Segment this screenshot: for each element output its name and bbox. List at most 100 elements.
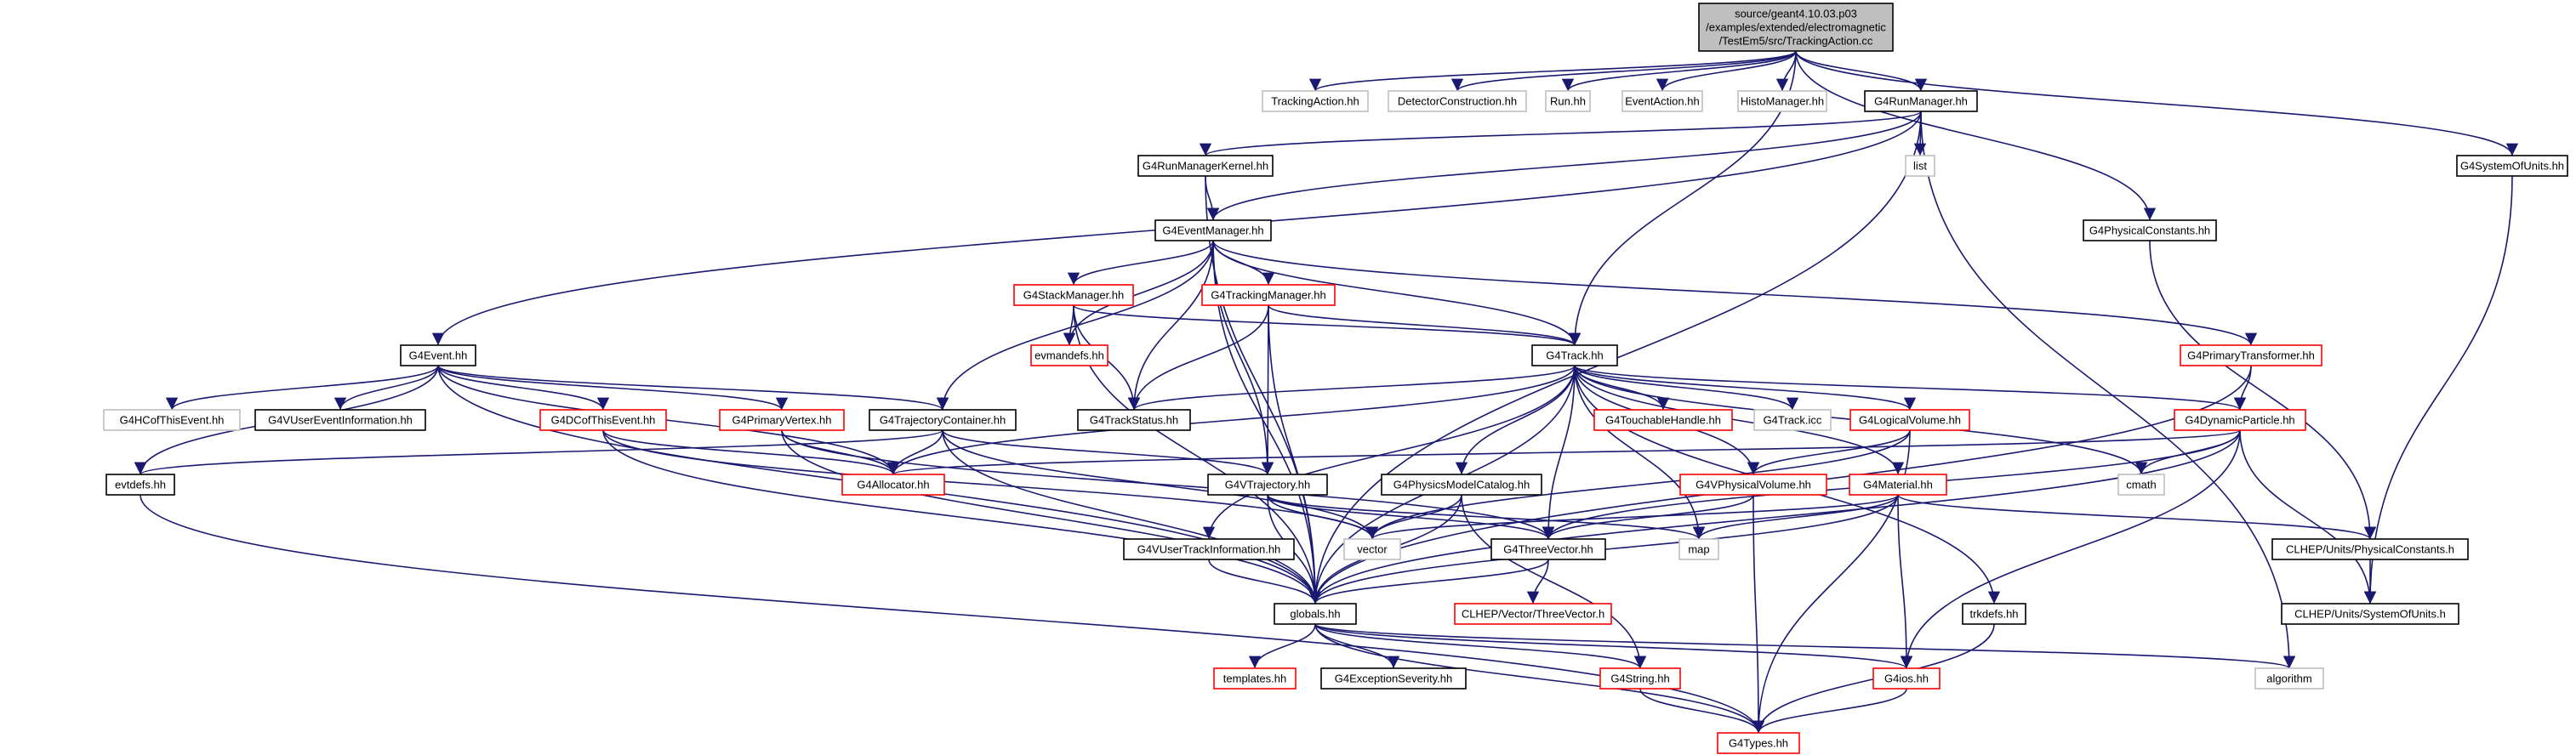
edge-g4stackmanager-to-evmandefs	[1063, 304, 1076, 346]
node-label: G4HCofThisEvent.hh	[120, 414, 225, 427]
edge-g4eventmanager-to-globals	[1212, 240, 1322, 605]
node-trackingaction-hh: TrackingAction.hh	[1262, 90, 1369, 112]
edge-g4track-to-g4vusertrackinformation	[1202, 365, 1576, 540]
node-box	[1343, 538, 1401, 560]
node-box	[1717, 732, 1800, 754]
node-g4vtrajectory-hh[interactable]: G4VTrajectory.hh	[1207, 474, 1328, 496]
node-g4allocator-hh[interactable]: G4Allocator.hh	[841, 474, 945, 496]
node-g4touchablehandle-hh[interactable]: G4TouchableHandle.hh	[1593, 409, 1733, 431]
node-box	[1849, 474, 1947, 496]
node-g4physicalconstants-hh[interactable]: G4PhysicalConstants.hh	[2083, 219, 2217, 241]
node-label: DetectorConstruction.hh	[1398, 95, 1517, 108]
edge-g4dcofthisevent-to-g4allocator	[602, 429, 900, 475]
node-g4primaryvertex-hh[interactable]: G4PrimaryVertex.hh	[719, 409, 845, 431]
node-box	[1905, 155, 1935, 177]
node-g4logicalvolume-hh[interactable]: G4LogicalVolume.hh	[1849, 409, 1970, 431]
node-g4vusereventinformation-hh[interactable]: G4VUserEventInformation.hh	[254, 409, 426, 431]
node-box	[1077, 409, 1191, 431]
node-box	[1599, 667, 1681, 690]
node-label: G4EventManager.hh	[1162, 224, 1263, 237]
node-box	[1753, 409, 1832, 431]
edge-g4eventmanager-to-g4vtrajectory	[1212, 240, 1274, 475]
edge-globals-to-algorithm	[1314, 623, 2295, 669]
node-g4track-icc: G4Track.icc	[1753, 409, 1832, 431]
node-g4runmanagerkernel-hh[interactable]: G4RunManagerKernel.hh	[1137, 155, 1274, 177]
node-g4track-hh[interactable]: G4Track.hh	[1531, 344, 1618, 366]
node-label: list	[1913, 160, 1927, 173]
node-g4dcofthisevent-hh[interactable]: G4DCofThisEvent.hh	[539, 409, 667, 431]
node-box	[2117, 474, 2165, 496]
node-label: G4PrimaryTransformer.hh	[2187, 349, 2315, 362]
node-label: G4Track.hh	[1546, 349, 1603, 362]
node-globals-hh[interactable]: globals.hh	[1274, 603, 1357, 625]
node-label: G4PhysicalConstants.hh	[2089, 224, 2210, 237]
node-box	[1490, 538, 1606, 560]
node-box	[1864, 90, 1978, 112]
edge-g4dynamicparticle-to-g4ios	[1900, 429, 2241, 669]
node-g4vusertrackinformation-hh[interactable]: G4VUserTrackInformation.hh	[1123, 538, 1295, 560]
node-g4threevector-hh[interactable]: G4ThreeVector.hh	[1490, 538, 1606, 560]
node-g4exceptionseverity-hh[interactable]: G4ExceptionSeverity.hh	[1320, 667, 1467, 690]
node-box	[869, 409, 1017, 431]
node-trkdefs-hh[interactable]: trkdefs.hh	[1962, 603, 2026, 625]
node-label: G4Types.hh	[1729, 737, 1788, 750]
node-evmandefs-hh[interactable]: evmandefs.hh	[1030, 344, 1108, 366]
edge-g4eventmanager-to-g4trackstatus	[1127, 240, 1214, 411]
node-algorithm: algorithm	[2254, 667, 2324, 690]
node-box	[1593, 409, 1733, 431]
edge-g4vtrajectory-to-map	[1267, 494, 1705, 540]
node-label: /examples/extended/electromagnetic	[1706, 21, 1886, 34]
node-templates-hh[interactable]: templates.hh	[1213, 667, 1297, 690]
edge-root-to-run	[1561, 50, 1797, 92]
edge-g4physicalconstants-to-clhepphysicalconstants	[2149, 240, 2377, 540]
node-g4physicsmodelcatalog-hh[interactable]: G4PhysicsModelCatalog.hh	[1381, 474, 1542, 496]
node-box	[1531, 344, 1618, 366]
node-evtdefs-hh[interactable]: evtdefs.hh	[105, 474, 175, 496]
node-g4primarytransformer-hh[interactable]: G4PrimaryTransformer.hh	[2180, 344, 2322, 366]
node-clhep-units-physicalconstants-h[interactable]: CLHEP/Units/PhysicalConstants.h	[2271, 538, 2469, 560]
node-g4dynamicparticle-hh[interactable]: G4DynamicParticle.hh	[2174, 409, 2306, 431]
node-label: G4LogicalVolume.hh	[1859, 414, 1961, 427]
node-g4material-hh[interactable]: G4Material.hh	[1849, 474, 1947, 496]
edge-g4runmanager-to-g4eventmanager	[1206, 111, 1922, 221]
node-g4types-hh[interactable]: G4Types.hh	[1717, 732, 1800, 754]
node-g4trackingmanager-hh[interactable]: G4TrackingManager.hh	[1201, 284, 1336, 306]
node-box	[1621, 90, 1703, 112]
node-g4string-hh[interactable]: G4String.hh	[1599, 667, 1681, 690]
edge-globals-to-g4string	[1314, 623, 1646, 669]
node-g4runmanager-hh[interactable]: G4RunManager.hh	[1864, 90, 1978, 112]
node-vector: vector	[1343, 538, 1401, 560]
node-label: G4PrimaryVertex.hh	[732, 414, 831, 427]
node-label: G4Track.icc	[1764, 414, 1822, 427]
edge-root-to-g4runmanager	[1795, 50, 1928, 92]
edge-g4track-to-g4material	[1574, 365, 1905, 475]
edge-g4track-to-g4allocator	[886, 365, 1576, 475]
node-box	[1737, 90, 1827, 112]
edge-g4track-to-g4physicsmodelcatalog	[1455, 365, 1576, 475]
node-box	[105, 474, 175, 496]
edge-g4trajectorycontainer-to-globals	[942, 429, 1322, 605]
node-clhep-vector-threevector-h[interactable]: CLHEP/Vector/ThreeVector.h	[1454, 603, 1612, 625]
node-box	[1013, 284, 1134, 306]
node-label: G4VUserTrackInformation.hh	[1137, 543, 1281, 556]
node-box	[1274, 603, 1357, 625]
edge-g4runmanager-to-algorithm	[1920, 111, 2296, 669]
edge-g4track-to-g4dynamicparticle	[1574, 365, 2246, 411]
node-label: G4ios.hh	[1884, 673, 1929, 685]
node-g4event-hh[interactable]: G4Event.hh	[400, 344, 476, 366]
node-g4trajectorycontainer-hh[interactable]: G4TrajectoryContainer.hh	[869, 409, 1017, 431]
node-clhep-units-systemofunits-h[interactable]: CLHEP/Units/SystemOfUnits.h	[2281, 603, 2459, 625]
node-label: trkdefs.hh	[1969, 608, 2018, 621]
edge-g4trajectorycontainer-to-evtdefs	[134, 429, 943, 475]
node-g4trackstatus-hh[interactable]: G4TrackStatus.hh	[1077, 409, 1191, 431]
node-g4ios-hh[interactable]: G4ios.hh	[1872, 667, 1941, 690]
node-g4vphysicalvolume-hh[interactable]: G4VPhysicalVolume.hh	[1679, 474, 1827, 496]
edge-g4trajectorycontainer-to-vector	[942, 429, 1379, 540]
node-g4stackmanager-hh[interactable]: G4StackManager.hh	[1013, 284, 1134, 306]
node-g4eventmanager-hh[interactable]: G4EventManager.hh	[1154, 219, 1272, 241]
node-g4systemofunits-hh[interactable]: G4SystemOfUnits.hh	[2456, 155, 2568, 177]
node-label: G4VUserEventInformation.hh	[268, 414, 413, 427]
node-box	[2281, 603, 2459, 625]
node-label: G4PhysicsModelCatalog.hh	[1393, 479, 1530, 491]
